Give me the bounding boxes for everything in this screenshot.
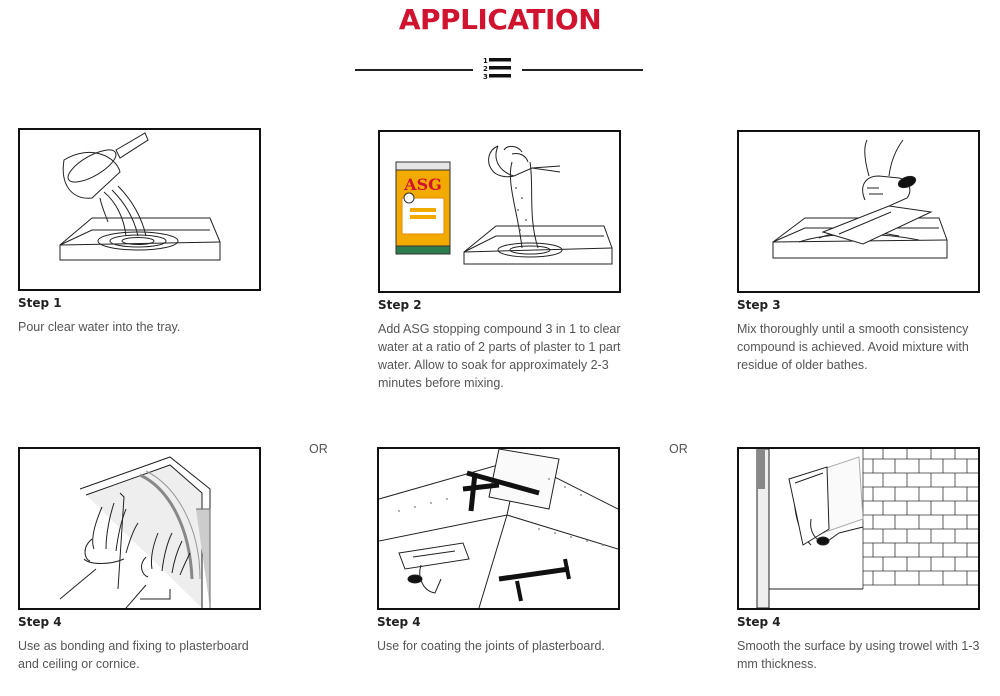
joint-coating-illustration bbox=[379, 449, 618, 608]
step-label: Step 3 bbox=[737, 298, 781, 312]
wall-smoothing-illustration bbox=[756, 449, 978, 608]
step-card-4b: Step 4 Use for coating the joints of pla… bbox=[377, 447, 622, 655]
svg-text:1: 1 bbox=[483, 57, 488, 65]
title-divider: 1 2 3 bbox=[355, 56, 645, 82]
mixing-trowel-illustration bbox=[772, 139, 948, 259]
divider-line-right bbox=[522, 69, 643, 71]
step-card-2: ASG Step 2 Add ASG stopping compound 3 i… bbox=[378, 130, 623, 392]
svg-text:3: 3 bbox=[483, 73, 488, 81]
cornice-fixing-illustration bbox=[59, 456, 211, 608]
product-bag: ASG bbox=[395, 161, 451, 255]
page-title: APPLICATION bbox=[398, 3, 602, 36]
step-description: Smooth the surface by using trowel with … bbox=[737, 639, 980, 671]
step-3-image bbox=[737, 130, 980, 293]
step-label: Step 1 bbox=[18, 296, 62, 310]
bag-brand: ASG bbox=[403, 175, 442, 194]
or-label-1: OR bbox=[309, 442, 328, 456]
step-4c-image bbox=[737, 447, 980, 610]
water-pouring-illustration bbox=[59, 132, 221, 261]
step-label: Step 4 bbox=[377, 615, 421, 629]
divider-line-left bbox=[355, 69, 473, 71]
step-card-4a: Step 4 Use as bonding and fixing to plas… bbox=[18, 447, 263, 673]
step-card-3: Step 3 Mix thoroughly until a smooth con… bbox=[737, 130, 982, 374]
step-4b-image bbox=[377, 447, 620, 610]
step-1-image bbox=[18, 128, 261, 291]
step-2-image: ASG bbox=[378, 130, 621, 293]
step-description: Add ASG stopping compound 3 in 1 to clea… bbox=[378, 322, 621, 390]
step-description: Use for coating the joints of plasterboa… bbox=[377, 639, 605, 653]
step-description: Use as bonding and fixing to plasterboar… bbox=[18, 639, 249, 671]
step-description: Mix thoroughly until a smooth consistenc… bbox=[737, 322, 969, 372]
step-label: Step 2 bbox=[378, 298, 422, 312]
step-card-4c: Step 4 Smooth the surface by using trowe… bbox=[737, 447, 982, 673]
step-label: Step 4 bbox=[737, 615, 781, 629]
powder-adding-illustration: ASG bbox=[395, 145, 613, 265]
or-label-2: OR bbox=[669, 442, 688, 456]
numbered-list-icon: 1 2 3 bbox=[483, 57, 511, 81]
svg-text:2: 2 bbox=[483, 65, 488, 73]
step-description: Pour clear water into the tray. bbox=[18, 320, 181, 334]
step-label: Step 4 bbox=[18, 615, 62, 629]
step-4a-image bbox=[18, 447, 261, 610]
step-card-1: Step 1 Pour clear water into the tray. bbox=[18, 128, 263, 336]
